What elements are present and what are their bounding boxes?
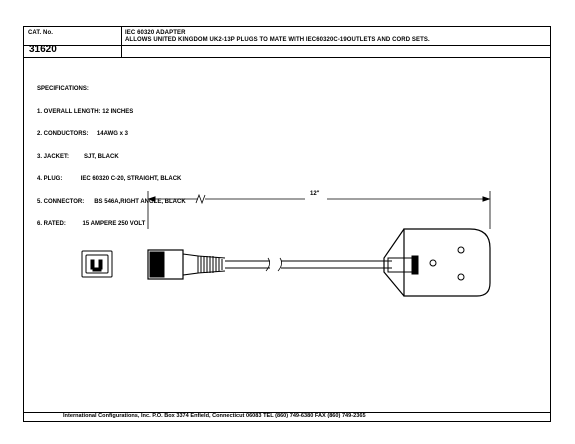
c20-plug-body-shade: [149, 251, 165, 278]
header-column-divider: [121, 27, 122, 57]
cat-number-label: CAT. No.: [28, 30, 54, 36]
dimension-arrow-left: [147, 196, 156, 202]
spec-item-length: 1. OVERALL LENGTH: 12 INCHES: [37, 108, 134, 115]
uk-socket-hole-1: [429, 259, 437, 267]
plug-strain-relief: [182, 253, 199, 276]
header-bottom-line: [24, 57, 550, 58]
c20-pin-ground: [92, 267, 102, 272]
uk-connector-entry-shade: [411, 255, 419, 275]
strain-relief-ribs: [197, 255, 226, 274]
footer-company-info: International Configurations, Inc. P.O. …: [63, 413, 366, 419]
dimension-label: 12": [310, 191, 320, 197]
footer-divider: [24, 412, 550, 413]
c20-plug-face: [81, 250, 113, 278]
uk-connector-taper: [383, 228, 405, 297]
spec-item-conductors: 2. CONDUCTORS: 14AWG x 3: [37, 131, 128, 137]
uk-connector-body: [403, 228, 491, 297]
cable-break-left: [265, 257, 270, 272]
specifications-title: SPECIFICATIONS:: [37, 86, 89, 92]
header-divider: [24, 45, 550, 46]
cable-break-right: [277, 257, 282, 272]
dimension-break-mark: [195, 193, 206, 205]
c20-plug-face-inner: [85, 254, 109, 274]
spec-item-connector: 5. CONNECTOR: BS 546A,RIGHT ANGLE, BLACK: [37, 198, 186, 205]
uk-socket-hole-2: [457, 246, 465, 254]
spec-item-jacket: 3. JACKET: SJT, BLACK: [37, 153, 119, 160]
uk-connector-cable-entry: [387, 257, 415, 273]
specifications-block: SPECIFICATIONS: 1. OVERALL LENGTH: 12 IN…: [37, 71, 186, 236]
spec-item-plug: 4. PLUG: IEC 60320 C-20, STRAIGHT, BLACK: [37, 176, 182, 182]
drawing-sheet: CAT. No. 31620 IEC 60320 ADAPTER ALLOWS …: [23, 26, 551, 422]
description-line-1: IEC 60320 ADAPTER: [125, 30, 186, 36]
uk-socket-hole-3: [457, 273, 465, 281]
spec-item-rated: 6. RATED: 15 AMPERE 250 VOLT: [37, 221, 146, 227]
cat-number-value: 31620: [29, 44, 57, 55]
description-line-2: ALLOWS UNITED KINGDOM UK2-13P PLUGS TO M…: [125, 37, 430, 43]
dimension-arrow-right: [482, 196, 491, 202]
